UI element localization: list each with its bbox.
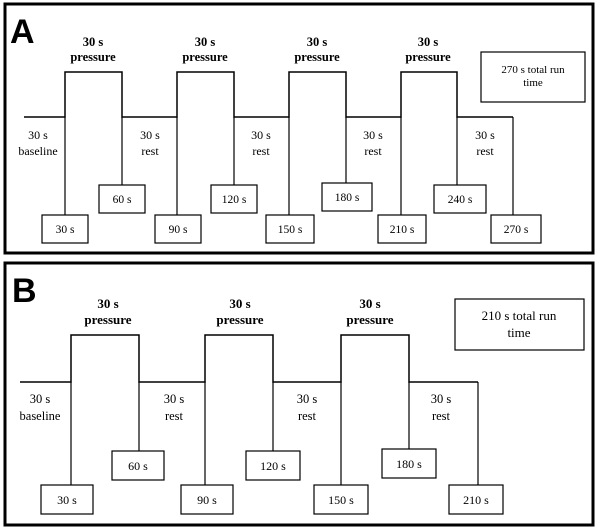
pressure-word: pressure: [70, 50, 116, 64]
time-label: 180 s: [335, 192, 360, 204]
panel-b-time-box-210: 210 s: [448, 484, 504, 515]
pressure-word: pressure: [294, 50, 340, 64]
panel-b-baseline-duration: 30 s: [30, 392, 51, 406]
time-label: 270 s: [504, 224, 529, 236]
panel-a-pressure-label-3: 30 s pressure: [294, 35, 340, 64]
time-label: 210 s: [390, 224, 415, 236]
time-label: 120 s: [222, 194, 247, 206]
pressure-word: pressure: [84, 312, 131, 327]
time-label: 60 s: [113, 194, 132, 206]
panel-b-frame: [3, 261, 595, 527]
panel-b-rest-2-duration: 30 s: [297, 392, 318, 406]
panel-a-rest-2-duration: 30 s: [251, 128, 271, 142]
panel-a-time-box-60: 60 s: [98, 184, 146, 214]
time-label: 150 s: [328, 493, 354, 507]
panel-a-time-box-180: 180 s: [321, 182, 373, 212]
panel-b-rest-3-word: rest: [432, 409, 451, 423]
panel-b-letter: B: [12, 272, 37, 310]
time-label: 210 s: [463, 493, 489, 507]
panel-a-frame: [3, 2, 595, 255]
panel-a-time-box-240: 240 s: [433, 184, 487, 214]
time-label: 240 s: [448, 194, 473, 206]
panel-b-total-box: [454, 298, 585, 351]
panel-b-pressure-label-2: 30 s pressure: [216, 296, 263, 327]
panel-a-baseline-duration: 30 s: [28, 128, 48, 142]
panel-b-rest-1-duration: 30 s: [164, 392, 185, 406]
pressure-duration: 30 s: [83, 35, 104, 49]
pressure-duration: 30 s: [359, 296, 380, 311]
panel-a-time-box-150: 150 s: [265, 214, 315, 244]
pressure-word: pressure: [405, 50, 451, 64]
panel-b-total-line-1: 210 s total run: [482, 308, 557, 323]
panel-b-time-box-30: 30 s: [40, 484, 94, 515]
time-label: 150 s: [278, 224, 303, 236]
panel-a-rest-4-duration: 30 s: [475, 128, 495, 142]
pressure-duration: 30 s: [195, 35, 216, 49]
panel-a-total-line-1: 270 s total run: [501, 64, 565, 76]
pressure-duration: 30 s: [229, 296, 250, 311]
time-label: 90 s: [169, 224, 188, 236]
panel-b-rest-1-word: rest: [165, 409, 184, 423]
panel-a-total-box: [480, 51, 586, 103]
pressure-duration: 30 s: [418, 35, 439, 49]
panel-b-waveform: [20, 334, 478, 383]
time-label: 60 s: [128, 459, 148, 473]
panel-a-time-box-210: 210 s: [377, 214, 427, 244]
pressure-word: pressure: [182, 50, 228, 64]
time-label: 180 s: [396, 457, 422, 471]
panel-b-total-line-2: time: [507, 325, 530, 340]
panel-a-time-box-30: 30 s: [41, 214, 89, 244]
panel-b-time-box-180: 180 s: [381, 448, 437, 479]
pressure-duration: 30 s: [97, 296, 118, 311]
panel-a-pressure-label-4: 30 s pressure: [405, 35, 451, 64]
time-label: 90 s: [197, 493, 217, 507]
panel-b: B 30 s pressure 30 s pressure 30 s press…: [3, 261, 595, 527]
panel-b-rest-3-duration: 30 s: [431, 392, 452, 406]
panel-a-letter: A: [10, 13, 35, 51]
panel-a-rest-3-duration: 30 s: [363, 128, 383, 142]
panel-a-pressure-label-2: 30 s pressure: [182, 35, 228, 64]
pressure-word: pressure: [346, 312, 393, 327]
panel-b-time-box-90: 90 s: [180, 484, 234, 515]
panel-a-time-box-120: 120 s: [210, 184, 258, 214]
panel-a-total-line-2: time: [523, 77, 543, 89]
panel-b-time-box-120: 120 s: [245, 450, 301, 481]
time-label: 120 s: [260, 459, 286, 473]
panel-a-rest-3-word: rest: [364, 144, 382, 158]
panel-a-pressure-label-1: 30 s pressure: [70, 35, 116, 64]
time-label: 30 s: [57, 493, 77, 507]
panel-b-rest-2-word: rest: [298, 409, 317, 423]
panel-a-rest-2-word: rest: [252, 144, 270, 158]
pressure-word: pressure: [216, 312, 263, 327]
panel-a-time-box-270: 270 s: [490, 214, 542, 244]
panel-a: A 30 s pressure 30 s pressure 30 s press…: [3, 2, 595, 255]
panel-a-baseline-word: baseline: [18, 144, 57, 158]
panel-a-time-box-90: 90 s: [154, 214, 202, 244]
panel-b-pressure-label-1: 30 s pressure: [84, 296, 131, 327]
panel-b-time-box-60: 60 s: [111, 450, 165, 481]
panel-a-rest-1-word: rest: [141, 144, 159, 158]
panel-a-rest-4-word: rest: [476, 144, 494, 158]
panel-a-waveform: [24, 71, 513, 118]
panel-b-time-box-150: 150 s: [313, 484, 369, 515]
panel-b-baseline-word: baseline: [20, 409, 61, 423]
time-label: 30 s: [56, 224, 75, 236]
panel-b-pressure-label-3: 30 s pressure: [346, 296, 393, 327]
panel-a-rest-1-duration: 30 s: [140, 128, 160, 142]
pressure-duration: 30 s: [307, 35, 328, 49]
